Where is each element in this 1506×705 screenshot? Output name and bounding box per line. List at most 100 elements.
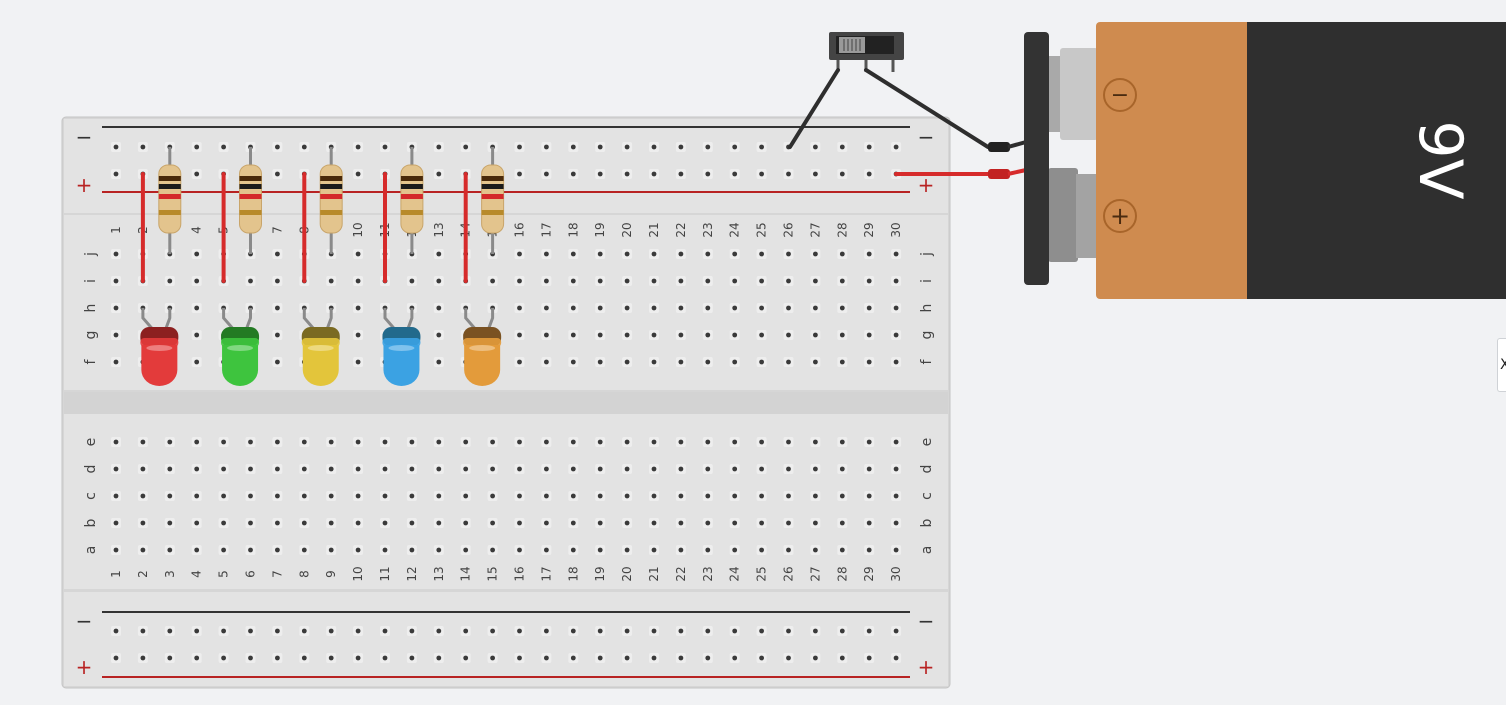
breadboard-hole-dot: [866, 547, 872, 553]
breadboard-hole-dot: [570, 547, 576, 553]
breadboard-hole-dot: [839, 359, 845, 365]
black-wire[interactable]: [788, 68, 840, 149]
column-label: 25: [755, 566, 769, 581]
breadboard-hole-dot: [570, 305, 576, 311]
breadboard-hole-dot: [355, 332, 361, 338]
breadboard-hole-dot: [301, 466, 307, 472]
breadboard[interactable]: − + − + − + − + 112233445566778899101011…: [61, 116, 951, 689]
breadboard-hole-dot: [893, 144, 899, 150]
led-body: [464, 345, 501, 386]
slide-switch[interactable]: [829, 32, 904, 72]
breadboard-hole-dot: [463, 655, 469, 661]
battery-terminal-negative: [1060, 48, 1098, 140]
breadboard-hole-dot: [248, 278, 253, 284]
breadboard-hole-dot: [517, 144, 522, 150]
breadboard-hole-dot: [651, 493, 657, 499]
resistor-band: [481, 210, 504, 215]
breadboard-hole-dot: [570, 171, 576, 177]
column-label: 10: [351, 222, 365, 237]
breadboard-hole-dot: [839, 520, 845, 526]
resistor-band: [320, 210, 343, 215]
led-orange[interactable]: [463, 308, 502, 386]
battery-9v[interactable]: − + 9V: [1024, 22, 1506, 299]
black-wire[interactable]: [864, 68, 990, 149]
column-label: 1: [109, 570, 123, 578]
breadboard-hole-dot: [436, 251, 442, 257]
breadboard-hole-dot: [355, 439, 361, 445]
breadboard-hole-dot: [463, 466, 469, 472]
breadboard-hole-dot: [813, 171, 818, 177]
breadboard-hole-dot: [732, 547, 738, 553]
row-label: h: [919, 304, 935, 313]
breadboard-hole-dot: [651, 466, 657, 472]
breadboard-hole-dot: [705, 171, 711, 177]
resistor[interactable]: [481, 147, 505, 254]
breadboard-hole-dot: [113, 144, 119, 150]
breadboard-hole-dot: [866, 493, 872, 499]
breadboard-hole-dot: [517, 520, 522, 526]
resistor[interactable]: [319, 147, 343, 254]
breadboard-hole-dot: [248, 439, 253, 445]
breadboard-hole-dot: [113, 520, 119, 526]
led-blue[interactable]: [382, 308, 421, 386]
breadboard-hole-dot: [436, 520, 442, 526]
breadboard-hole-dot: [490, 628, 495, 634]
breadboard-hole-dot: [597, 493, 603, 499]
breadboard-hole-dot: [301, 655, 307, 661]
breadboard-hole-dot: [570, 332, 576, 338]
side-panel-tab[interactable]: X: [1497, 338, 1506, 392]
led-green[interactable]: [221, 308, 260, 386]
column-label: 15: [486, 566, 500, 581]
breadboard-hole-dot: [544, 628, 549, 634]
breadboard-hole-dot: [678, 251, 684, 257]
breadboard-hole-dot: [893, 359, 899, 365]
breadboard-hole-dot: [382, 628, 388, 634]
breadboard-hole-dot: [167, 493, 173, 499]
breadboard-hole-dot: [490, 466, 495, 472]
breadboard-hole-dot: [140, 144, 146, 150]
breadboard-hole-dot: [113, 332, 119, 338]
breadboard-hole-dot: [597, 144, 603, 150]
resistor[interactable]: [158, 147, 182, 254]
components-layer[interactable]: [140, 147, 505, 386]
breadboard-hole-dot: [866, 171, 872, 177]
breadboard-hole-dot: [544, 359, 549, 365]
breadboard-hole-dot: [517, 305, 522, 311]
breadboard-hole-dot: [355, 171, 361, 177]
breadboard-hole-dot: [194, 466, 200, 472]
breadboard-hole-dot: [786, 439, 791, 445]
breadboard-hole-dot: [355, 144, 361, 150]
breadboard-hole-dot: [786, 359, 791, 365]
breadboard-hole-dot: [866, 655, 872, 661]
breadboard-hole-dot: [893, 251, 899, 257]
breadboard-hole-dot: [248, 466, 253, 472]
battery-plus-symbol: +: [1110, 202, 1130, 230]
column-label: 2: [136, 570, 150, 578]
row-label: i: [919, 279, 935, 283]
breadboard-hole-dot: [678, 144, 684, 150]
resistor[interactable]: [239, 147, 262, 254]
breadboard-hole-dot: [570, 359, 576, 365]
column-label: 25: [755, 222, 769, 237]
breadboard-hole-dot: [221, 628, 227, 634]
breadboard-hole-dot: [866, 305, 872, 311]
breadboard-hole-dot: [490, 278, 495, 284]
breadboard-hole-dot: [275, 278, 280, 284]
led-yellow[interactable]: [301, 308, 340, 386]
breadboard-hole-dot: [167, 628, 173, 634]
breadboard-hole-dot: [839, 466, 845, 472]
resistor[interactable]: [400, 147, 424, 254]
breadboard-hole-dot: [732, 655, 738, 661]
column-label: 18: [566, 566, 580, 581]
breadboard-hole-dot: [221, 520, 227, 526]
led-red[interactable]: [140, 308, 179, 386]
breadboard-hole-dot: [651, 359, 657, 365]
breadboard-hole-dot: [544, 547, 549, 553]
breadboard-hole-dot: [113, 171, 119, 177]
breadboard-hole-dot: [786, 628, 791, 634]
breadboard-hole-dot: [517, 359, 522, 365]
breadboard-hole-dot: [597, 655, 603, 661]
switch-wires[interactable]: [788, 68, 1027, 179]
battery-plus-marker: [1103, 199, 1137, 233]
